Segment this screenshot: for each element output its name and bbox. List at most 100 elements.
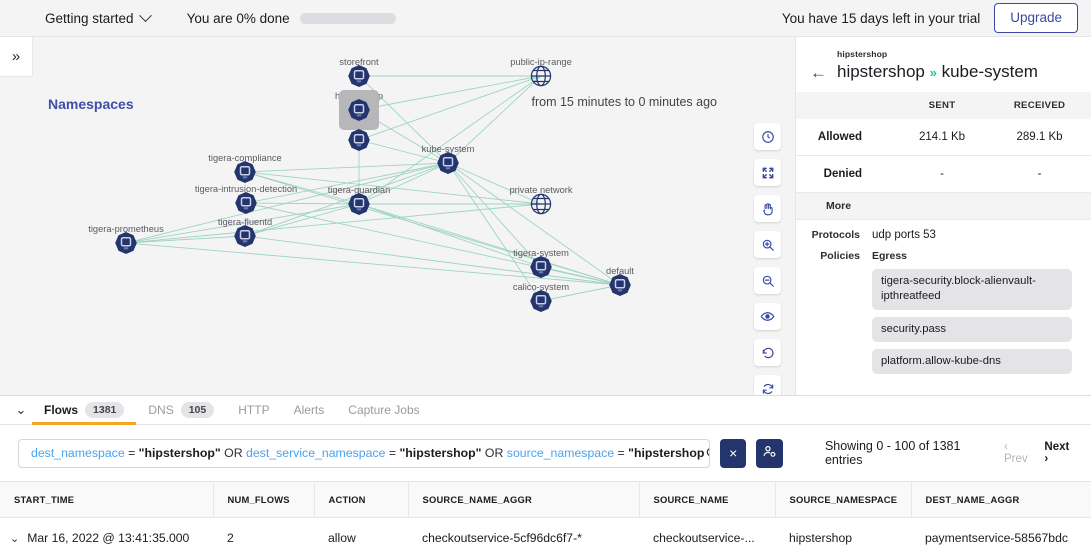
graph-node-default[interactable] [608, 273, 632, 297]
query-token: "hipstershop [628, 445, 705, 460]
graph-node-tigera-fluentd[interactable] [233, 224, 257, 248]
row-label-denied: Denied [796, 155, 896, 193]
detail-title-source: hipstershop [837, 62, 925, 81]
search-row: dest_namespace = "hipstershop" OR dest_s… [0, 425, 1091, 481]
sidebar-expand-button[interactable]: » [0, 37, 33, 77]
detail-title: hipstershop » kube-system [837, 62, 1038, 82]
graph-node-tigera-guardian[interactable] [347, 192, 371, 216]
tab-alerts[interactable]: Alerts [282, 396, 337, 425]
search-icon[interactable] [704, 446, 709, 461]
query-token: = [124, 445, 139, 460]
detail-title-arrow: » [929, 65, 937, 80]
graph-node-tigera-intrusion-detection[interactable] [234, 191, 258, 215]
user-settings-button[interactable] [756, 438, 783, 468]
policy-chip[interactable]: tigera-security.block-alienvault-ipthrea… [872, 269, 1072, 310]
graph-node-hipstershop[interactable] [339, 90, 379, 130]
query-input[interactable]: dest_namespace = "hipstershop" OR dest_s… [18, 438, 710, 468]
column-header-source_namespace[interactable]: SOURCE_NAMESPACE [775, 481, 912, 518]
protocols-row: Protocols udp ports 53 [796, 220, 1091, 241]
column-header-num_flows[interactable]: NUM_FLOWS [213, 481, 315, 518]
row-label-allowed: Allowed [796, 119, 896, 156]
query-token: source_namespace [506, 445, 615, 460]
traffic-table-header: SENT RECEIVED [796, 92, 1091, 119]
table-row-denied: Denied - - [796, 155, 1091, 193]
tab-dns[interactable]: DNS 105 [136, 396, 226, 425]
tab-label: Capture Jobs [348, 403, 420, 417]
col-blank [796, 92, 896, 119]
getting-started-label: Getting started [45, 10, 134, 26]
query-token: dest_namespace [31, 445, 125, 460]
cell-source_name_aggr: checkoutservice-5cf96dc6f7-* [408, 517, 639, 551]
tab-label: Alerts [293, 403, 325, 417]
back-arrow-icon[interactable]: ← [810, 62, 827, 82]
column-header-dest_name_aggr[interactable]: DEST_NAME_AGGR [911, 481, 1091, 518]
graph-toolbar [754, 123, 781, 395]
tab-label: Flows [44, 403, 79, 417]
graph-node-calico-system[interactable] [529, 289, 553, 313]
getting-started-menu[interactable]: Getting started [45, 8, 152, 26]
upgrade-button[interactable]: Upgrade [994, 3, 1078, 33]
query-token: = [385, 445, 400, 460]
query-token: OR [220, 445, 246, 460]
graph-node-acme[interactable] [347, 128, 371, 152]
more-section-header[interactable]: More [796, 193, 1091, 220]
cell-source_namespace: hipstershop [775, 517, 911, 551]
undo-icon[interactable] [754, 339, 781, 366]
query-token: = [614, 445, 629, 460]
tab-label: DNS [148, 403, 174, 417]
progress-label: You are 0% done [186, 10, 290, 26]
service-graph-panel[interactable]: » Namespaces from 15 minutes to 0 minute… [0, 37, 795, 395]
next-page-button[interactable]: Next › [1044, 441, 1070, 465]
query-token: "hipstershop" [138, 445, 221, 460]
col-sent: SENT [896, 92, 989, 119]
table-row-allowed: Allowed 214.1 Kb 289.1 Kb [796, 119, 1091, 156]
top-bar: Getting started You are 0% done You have… [0, 0, 1091, 37]
column-header-start_time[interactable]: START_TIME [0, 481, 214, 518]
hand-icon[interactable] [754, 195, 781, 222]
tab-count-badge: 105 [180, 402, 215, 418]
graph-node-storefront[interactable] [347, 64, 371, 88]
tab-capture-jobs[interactable]: Capture Jobs [336, 396, 431, 425]
policy-chip[interactable]: security.pass [872, 316, 1072, 342]
graph-node-private network[interactable] [529, 192, 553, 216]
refresh-icon[interactable] [754, 375, 781, 395]
graph-node-kube-system[interactable] [436, 151, 460, 175]
column-header-action[interactable]: ACTION [314, 481, 409, 518]
double-chevron-down-icon[interactable]: ⌄ [15, 402, 27, 417]
cell-source_name: checkoutservice-... [639, 517, 775, 551]
graph-node-tigera-prometheus[interactable] [114, 231, 138, 255]
graph-node-tigera-system[interactable] [529, 255, 553, 279]
tab-http[interactable]: HTTP [226, 396, 281, 425]
zoom-in-icon[interactable] [754, 231, 781, 258]
policies-row: Policies Egress tigera-security.block-al… [796, 241, 1091, 374]
allowed-received-value: 289.1 Kb [988, 119, 1091, 156]
prev-page-button[interactable]: ‹ Prev [1004, 441, 1028, 465]
zoom-out-icon[interactable] [754, 267, 781, 294]
expand-icon[interactable] [754, 159, 781, 186]
detail-namespace-kicker: hipstershop [837, 49, 888, 59]
graph-node-public-ip-range[interactable] [529, 64, 553, 88]
traffic-summary-table: SENT RECEIVED Allowed 214.1 Kb 289.1 Kb … [796, 92, 1091, 193]
policy-chip-list: tigera-security.block-alienvault-ipthrea… [872, 269, 1072, 374]
protocols-value: udp ports 53 [872, 229, 936, 241]
results-count-label: Showing 0 - 100 of 1381 entries [824, 439, 961, 467]
query-token: dest_service_namespace [246, 445, 386, 460]
graph-edges-layer [125, 75, 621, 302]
column-header-source_name[interactable]: SOURCE_NAME [639, 481, 776, 518]
graph-node-tigera-compliance[interactable] [233, 160, 257, 184]
column-header-source_name_aggr[interactable]: SOURCE_NAME_AGGR [408, 481, 640, 518]
clear-query-button[interactable]: × [720, 438, 747, 468]
eye-icon[interactable] [754, 303, 781, 330]
query-token: OR [481, 445, 507, 460]
policy-chip[interactable]: platform.allow-kube-dns [872, 348, 1072, 374]
trial-status-label: You have 15 days left in your trial [781, 10, 981, 26]
chevron-down-icon[interactable]: ⌄ [10, 533, 20, 545]
policies-direction-label: Egress [872, 250, 908, 262]
clock-icon[interactable] [754, 123, 781, 150]
